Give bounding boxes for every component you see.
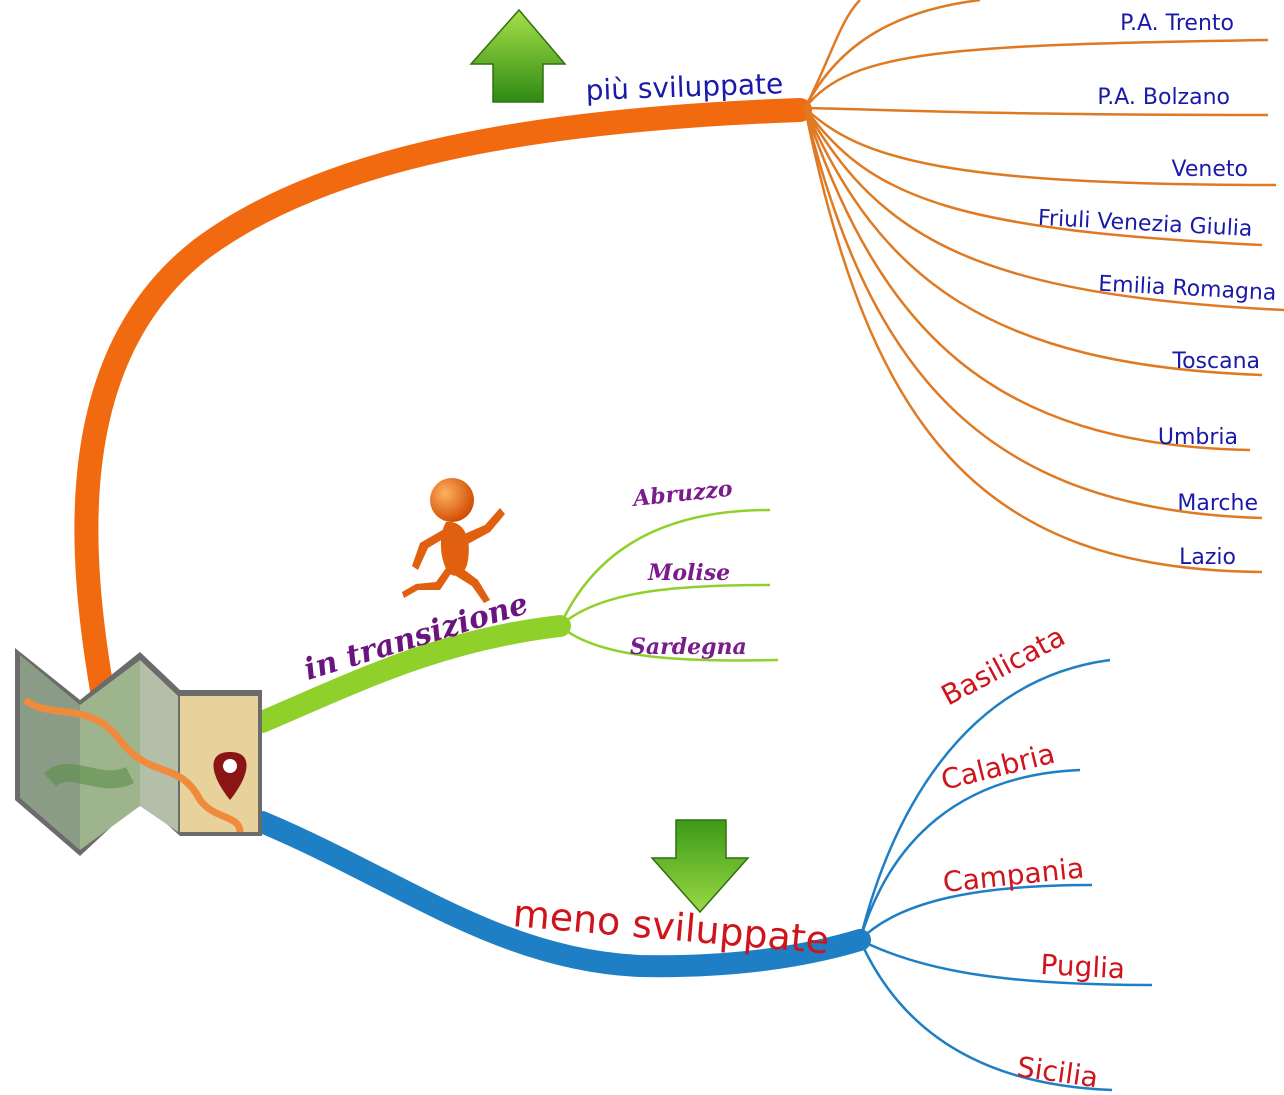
running-man-icon [402,478,505,603]
region-label: Sicilia [1015,1050,1100,1094]
branch-transition [251,615,571,733]
arrow-down-icon [650,819,750,914]
region-label: Veneto [1172,157,1248,182]
region-label: Calabria [938,737,1058,797]
region-label: Abruzzo [630,476,734,512]
region-label: Basilicata [936,620,1071,713]
region-label: Campania [941,851,1085,899]
branch-title-more-developed: più sviluppate [585,67,784,107]
region-label: Puglia [1040,948,1126,985]
region-label: Toscana [1171,349,1260,374]
blue-sub-branches [858,658,1153,1092]
folded-map-icon [15,648,262,856]
transition-labels: Abruzzo Molise Sardegna [630,476,747,660]
region-label: Emilia Romagna [1098,272,1277,306]
region-label: Sardegna [630,634,747,660]
branch-less-developed [251,811,871,978]
region-label: Molise [647,560,730,586]
region-label: P.A. Bolzano [1097,85,1230,110]
arrow-up-icon [469,8,567,103]
branch-more-developed [74,98,812,702]
region-label: P.A. Trento [1120,11,1234,36]
green-sub-branches [558,508,779,662]
less-developed-labels: Basilicata Calabria Campania Puglia Sici… [936,620,1126,1095]
region-label: Marche [1177,491,1258,516]
more-developed-labels: P.A. Trento P.A. Bolzano Veneto Friuli V… [1037,11,1277,570]
orange-sub-branches [803,0,1284,574]
region-label: Umbria [1158,425,1238,450]
region-label: Lazio [1179,545,1236,570]
